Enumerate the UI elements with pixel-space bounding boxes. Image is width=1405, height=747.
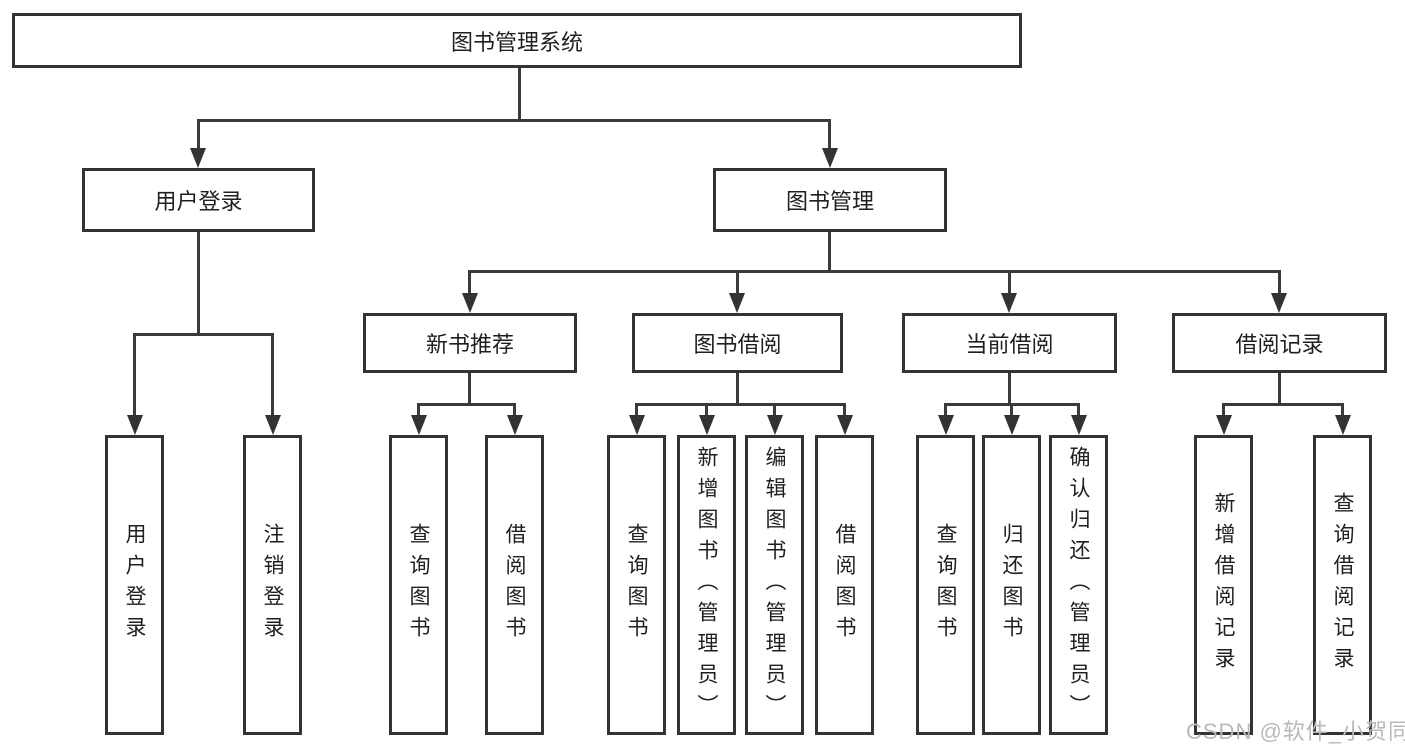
connector-drop-bb-borrow xyxy=(843,403,846,416)
connector-drop-cb-query xyxy=(944,403,947,416)
leaf-query-books-borrow: 查询图书 xyxy=(607,435,666,735)
connector-drop-nb-borrow xyxy=(513,403,516,416)
node-new-book: 新书推荐 xyxy=(363,313,577,373)
arrow-user-login-icon xyxy=(190,148,206,168)
connector-root-stem xyxy=(518,68,521,120)
connector-book-management-stem xyxy=(828,232,831,272)
connector-user-login-bus xyxy=(133,333,274,336)
arrow-cb-confirm-icon xyxy=(1071,415,1087,435)
leaf-query-books-current: 查询图书 xyxy=(916,435,975,735)
node-book-management-label: 图书管理 xyxy=(785,189,874,214)
node-book-borrow-label: 图书借阅 xyxy=(693,332,782,357)
leaf-return-books-label: 归还图书 xyxy=(1000,523,1023,647)
arrow-new-book-icon xyxy=(462,293,478,313)
connector-drop-br-query xyxy=(1341,403,1344,416)
connector-drop-bb-query xyxy=(635,403,638,416)
leaf-query-borrow-record: 查询借阅记录 xyxy=(1313,435,1372,735)
node-current-borrow-label: 当前借阅 xyxy=(965,332,1054,357)
node-book-management: 图书管理 xyxy=(713,168,947,232)
leaf-logout-login: 注销登录 xyxy=(243,435,302,735)
connector-user-login-stem xyxy=(197,232,200,335)
connector-drop-leaf-user-login xyxy=(133,333,136,415)
connector-book-borrow-bus xyxy=(635,403,846,406)
arrow-br-query-icon xyxy=(1335,415,1351,435)
connector-drop-bb-add xyxy=(705,403,708,416)
arrow-bb-edit-icon xyxy=(767,415,783,435)
node-root: 图书管理系统 xyxy=(12,13,1022,68)
csdn-watermark: CSDN @软件_小贺同学 xyxy=(1186,719,1405,744)
connector-drop-book-management xyxy=(828,119,831,150)
node-borrow-records-label: 借阅记录 xyxy=(1235,332,1324,357)
arrow-br-add-icon xyxy=(1216,415,1232,435)
leaf-add-book-admin-label: 新增图书（管理员） xyxy=(695,445,718,725)
leaf-add-borrow-record-label: 新增借阅记录 xyxy=(1212,492,1235,678)
arrow-nb-query-icon xyxy=(411,415,427,435)
arrow-bb-query-icon xyxy=(629,415,645,435)
leaf-query-borrow-record-label: 查询借阅记录 xyxy=(1331,492,1354,678)
leaf-borrow-books-borrow-label: 借阅图书 xyxy=(833,523,856,647)
connector-borrow-records-bus xyxy=(1222,403,1344,406)
leaf-add-borrow-record: 新增借阅记录 xyxy=(1194,435,1253,735)
connector-new-book-bus xyxy=(417,403,516,406)
node-borrow-records: 借阅记录 xyxy=(1172,313,1387,373)
node-user-login: 用户登录 xyxy=(82,168,315,232)
connector-drop-nb-query xyxy=(417,403,420,416)
node-user-login-label: 用户登录 xyxy=(154,189,243,214)
arrow-bb-add-icon xyxy=(699,415,715,435)
leaf-add-book-admin: 新增图书（管理员） xyxy=(677,435,736,735)
node-new-book-label: 新书推荐 xyxy=(425,332,514,357)
connector-level2-bus xyxy=(197,119,831,122)
connector-drop-borrow-records xyxy=(1278,270,1281,295)
leaf-logout-login-label: 注销登录 xyxy=(261,523,284,647)
arrow-nb-borrow-icon xyxy=(507,415,523,435)
leaf-borrow-books-newbook: 借阅图书 xyxy=(485,435,544,735)
arrow-leaf-user-login-icon xyxy=(127,415,143,435)
node-root-label: 图书管理系统 xyxy=(450,29,583,55)
leaf-edit-book-admin-label: 编辑图书（管理员） xyxy=(763,445,786,725)
arrow-book-borrow-icon xyxy=(729,293,745,313)
arrow-cb-query-icon xyxy=(938,415,954,435)
connector-drop-new-book xyxy=(468,270,471,295)
leaf-query-books-borrow-label: 查询图书 xyxy=(625,523,648,647)
connector-drop-cb-confirm xyxy=(1077,403,1080,416)
connector-drop-cb-return xyxy=(1010,403,1013,416)
leaf-confirm-return-admin: 确认归还（管理员） xyxy=(1049,435,1108,735)
arrow-borrow-records-icon xyxy=(1271,293,1287,313)
connector-new-book-stem xyxy=(468,373,471,406)
leaf-user-login-label: 用户登录 xyxy=(123,523,146,647)
leaf-query-books-newbook-label: 查询图书 xyxy=(407,523,430,647)
arrow-cb-return-icon xyxy=(1004,415,1020,435)
connector-book-borrow-stem xyxy=(736,373,739,406)
leaf-borrow-books-newbook-label: 借阅图书 xyxy=(503,523,526,647)
leaf-query-books-newbook: 查询图书 xyxy=(389,435,448,735)
leaf-edit-book-admin: 编辑图书（管理员） xyxy=(745,435,804,735)
arrow-book-management-icon xyxy=(822,148,838,168)
arrow-bb-borrow-icon xyxy=(837,415,853,435)
node-current-borrow: 当前借阅 xyxy=(902,313,1117,373)
connector-drop-leaf-logout xyxy=(271,333,274,415)
connector-current-borrow-stem xyxy=(1008,373,1011,406)
connector-level3-bus xyxy=(468,270,1281,273)
leaf-user-login: 用户登录 xyxy=(105,435,164,735)
connector-borrow-records-stem xyxy=(1278,373,1281,406)
connector-drop-book-borrow xyxy=(736,270,739,295)
connector-drop-bb-edit xyxy=(773,403,776,416)
leaf-query-books-current-label: 查询图书 xyxy=(934,523,957,647)
arrow-current-borrow-icon xyxy=(1001,293,1017,313)
arrow-leaf-logout-icon xyxy=(265,415,281,435)
leaf-borrow-books-borrow: 借阅图书 xyxy=(815,435,874,735)
connector-drop-user-login xyxy=(197,119,200,150)
connector-drop-br-add xyxy=(1222,403,1225,416)
leaf-confirm-return-admin-label: 确认归还（管理员） xyxy=(1067,445,1090,725)
node-book-borrow: 图书借阅 xyxy=(632,313,843,373)
connector-drop-current-borrow xyxy=(1008,270,1011,295)
leaf-return-books: 归还图书 xyxy=(982,435,1041,735)
